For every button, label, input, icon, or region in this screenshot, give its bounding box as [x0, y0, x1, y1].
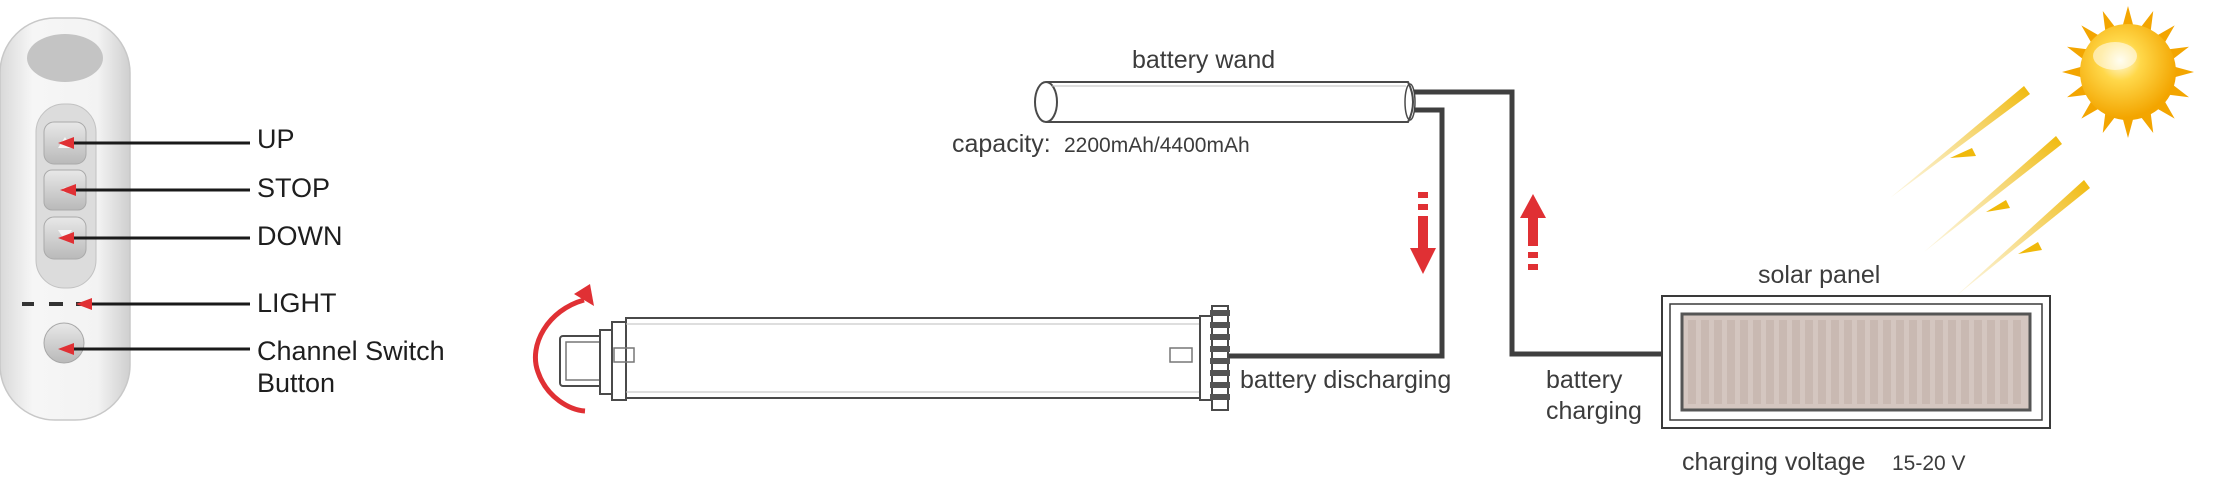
rotation-arrow-icon: [532, 284, 594, 414]
solar-cell: [1948, 320, 1956, 404]
wiring: [1226, 89, 1672, 359]
solar-cells: [1688, 320, 2021, 404]
flow-up-arrow-icon: [1520, 194, 1546, 270]
solar-cell: [1831, 320, 1839, 404]
label-stop: STOP: [257, 173, 330, 203]
flow-down-arrow-icon: [1410, 192, 1436, 274]
battery-charging-label-line1: battery: [1546, 366, 1623, 394]
sun-spike: [2062, 66, 2083, 78]
solar-panel: [1661, 295, 2051, 429]
battery-charging-label-line2: charging: [1546, 397, 1642, 425]
solar-cell: [2000, 320, 2008, 404]
solar-cell: [1805, 320, 1813, 404]
battery-capacity-value: 2200mAh/4400mAh: [1064, 134, 1250, 157]
sun-spike: [2173, 66, 2194, 78]
solar-panel-title: solar panel: [1758, 261, 1880, 289]
sun-spike: [2122, 117, 2134, 138]
solar-cell: [1792, 320, 1800, 404]
battery-wand: [1034, 81, 1416, 123]
sun-rays: [1890, 86, 2090, 296]
sun-icon: [2062, 6, 2194, 138]
solar-cell: [1896, 320, 1904, 404]
solar-cell: [1844, 320, 1852, 404]
charging-voltage-value: 15-20 V: [1892, 452, 1966, 475]
label-channel-switch-line2: Button: [257, 368, 335, 398]
remote-leader-lines: [58, 137, 250, 355]
motor-head-gear: [1210, 305, 1230, 411]
solar-cell: [1688, 320, 1696, 404]
solar-cell: [1779, 320, 1787, 404]
solar-cell: [1753, 320, 1761, 404]
solar-cell: [1922, 320, 1930, 404]
solar-cell: [1701, 320, 1709, 404]
charging-voltage-label: charging voltage: [1682, 448, 1865, 476]
tubular-motor: [532, 284, 1230, 414]
solar-cell: [1727, 320, 1735, 404]
solar-cell: [1870, 320, 1878, 404]
solar-cell: [1935, 320, 1943, 404]
label-light: LIGHT: [257, 288, 337, 318]
channel-switch-button[interactable]: [43, 322, 85, 364]
battery-title: battery wand: [1132, 46, 1275, 74]
sun-spike: [2122, 6, 2134, 27]
solar-cell: [1818, 320, 1826, 404]
label-channel-switch-line1: Channel Switch: [257, 336, 445, 366]
solar-cell: [1883, 320, 1891, 404]
label-down: DOWN: [257, 221, 342, 251]
solar-cell: [1909, 320, 1917, 404]
solar-cell: [2013, 320, 2021, 404]
solar-cell: [1987, 320, 1995, 404]
label-up: UP: [257, 124, 295, 154]
solar-cell: [1857, 320, 1865, 404]
solar-cell: [1961, 320, 1969, 404]
solar-cell: [1740, 320, 1748, 404]
solar-cell: [1974, 320, 1982, 404]
battery-capacity-label: capacity:: [952, 130, 1051, 158]
solar-cell: [1766, 320, 1774, 404]
remote-control: [0, 17, 131, 421]
solar-cell: [1714, 320, 1722, 404]
battery-discharging-label: battery discharging: [1240, 366, 1451, 394]
